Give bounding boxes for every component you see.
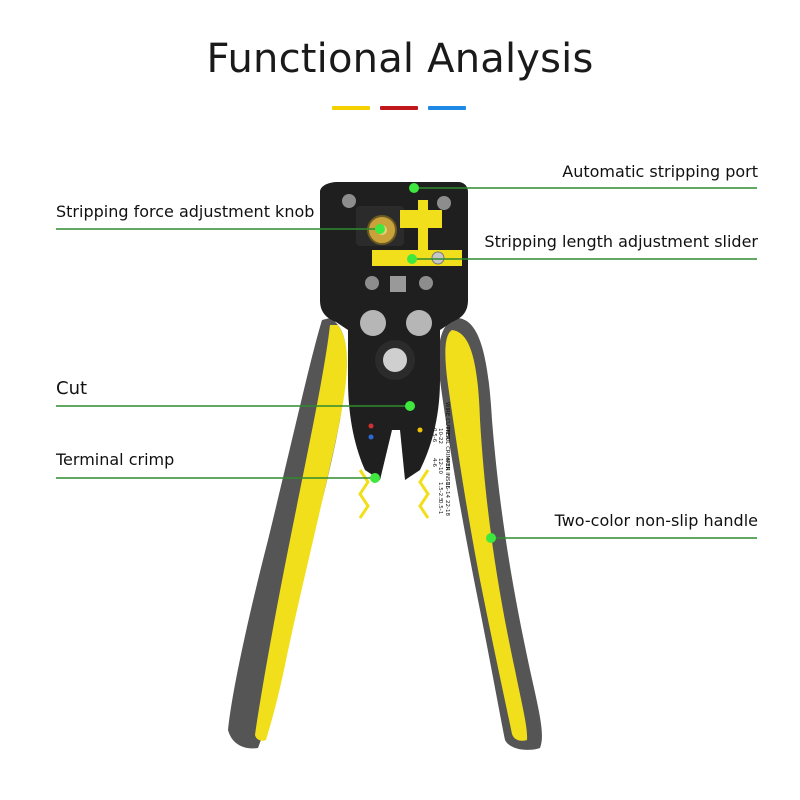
print-g4: 22-18 [444,500,450,516]
print-g2b: 4-6 [431,458,437,467]
print-g2: 12-10 [437,458,443,474]
dot-cut [405,401,415,411]
accent-bar-red [380,106,418,110]
print-g3b: 1.5-2.5 [437,482,443,502]
label-auto-strip-port: Automatic stripping port [562,162,758,181]
print-g1: 10-22 [437,428,443,444]
print-non-insul: NON INSUL [444,458,450,490]
label-force-knob: Stripping force adjustment knob [56,202,315,221]
page-title: Functional Analysis [206,36,594,82]
accent-bar-yellow [332,106,370,110]
label-terminal-crimp: Terminal crimp [56,450,175,469]
label-handle: Two-color non-slip handle [554,511,758,530]
print-g4b: 0.5-1 [437,500,443,514]
label-cut: Cut [56,378,88,399]
print-insul-crimper: INSUL CRIMPER [444,428,450,471]
handle-print: WIRE CUTTER INSUL CRIMPER 10-22 0.5-6 NO… [431,402,450,516]
dot-terminal-crimp [370,473,380,483]
leader-lines [56,187,757,539]
label-length-slider: Stripping length adjustment slider [484,232,758,251]
print-wire-cutter: WIRE CUTTER [444,402,450,440]
accent-bar-blue [428,106,466,110]
print-g1b: 0.5-6 [431,428,437,443]
dot-force-knob [375,224,385,234]
dot-length-slider [407,254,417,264]
print-g3: 16-14 [444,482,450,498]
callout-dots [370,183,496,543]
dot-auto-strip-port [409,183,419,193]
left-handle [228,318,348,749]
dot-handle [486,533,496,543]
